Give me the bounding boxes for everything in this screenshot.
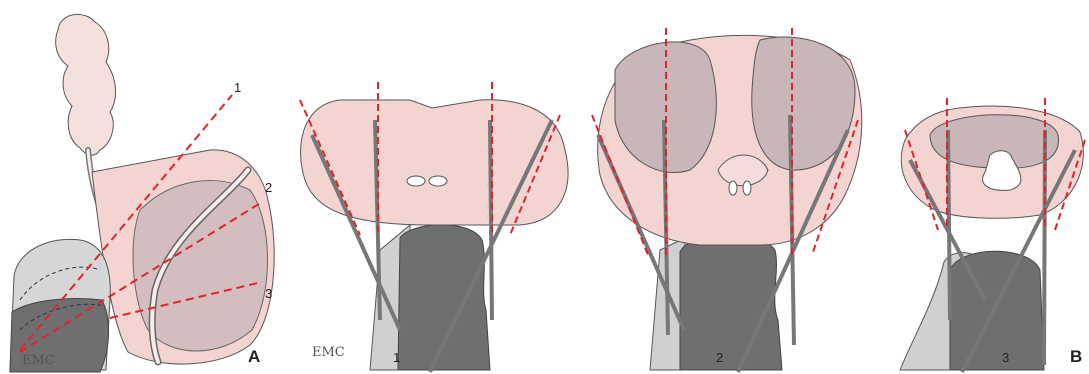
section-2: 2	[592, 28, 862, 372]
ejaculatory-duct-2b	[743, 181, 751, 195]
panel-a: 1 2 3 EMC A	[10, 14, 274, 372]
plane-label-3: 3	[265, 286, 272, 301]
rectal-probe-dark-1	[398, 225, 490, 370]
plane-label-1: 1	[234, 80, 241, 95]
urethra-section-1a	[407, 176, 425, 186]
plane-label-2: 2	[265, 180, 272, 195]
section-3: 3 B	[900, 98, 1085, 372]
seminal-vesicle	[56, 14, 116, 155]
panel-label-a: A	[248, 347, 260, 366]
logo-emc-a: EMC	[22, 353, 55, 368]
urethra-section-1b	[429, 176, 447, 186]
section-label-2: 2	[716, 350, 723, 365]
ejaculatory-duct-2a	[729, 181, 737, 195]
needle-3a	[948, 130, 950, 320]
section-label-1: 1	[393, 350, 400, 365]
section-label-3: 3	[1002, 350, 1009, 365]
panel-label-b: B	[1070, 347, 1082, 366]
section-1: 1 EMC	[300, 82, 568, 372]
rectal-probe-dark-2	[680, 234, 782, 370]
rectal-probe-dark-3	[950, 251, 1044, 370]
prostate-section-1	[301, 100, 568, 225]
logo-emc-b: EMC	[312, 345, 345, 360]
